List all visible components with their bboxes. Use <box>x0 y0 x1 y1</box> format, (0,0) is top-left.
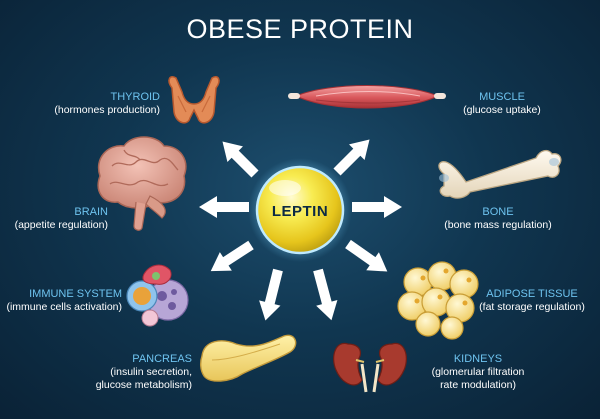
muscle-label: MUSCLE (glucose uptake) <box>447 91 557 117</box>
kidneys-name: KIDNEYS <box>453 353 503 365</box>
arrow-to-adipose <box>345 239 388 272</box>
thyroid-label: THYROID (hormones production) <box>30 91 160 117</box>
arrow-to-thyroid <box>222 141 259 178</box>
pancreas-description-line-1: (insulin secretion, <box>110 366 192 378</box>
arrow-to-kidneys <box>313 268 338 321</box>
bone-label: BONE (bone mass regulation) <box>440 206 556 232</box>
immune-cells-icon <box>126 264 189 327</box>
arrow-to-muscle <box>333 139 370 176</box>
brain-description: (appetite regulation) <box>14 219 108 231</box>
page-title: OBESE PROTEIN <box>186 14 414 44</box>
immune-system-label: IMMUNE SYSTEM (immune cells activation) <box>4 288 122 314</box>
bone-name: BONE <box>482 206 514 218</box>
leptin-label: LEPTIN <box>271 203 329 220</box>
pancreas-icon <box>199 334 297 382</box>
brain-label: BRAIN (appetite regulation) <box>8 206 108 232</box>
arrow-to-brain <box>199 196 249 218</box>
arrow-to-immune <box>210 240 254 272</box>
immune-system-description: (immune cells activation) <box>6 301 122 313</box>
kidneys-label: KIDNEYS (glomerular filtration rate modu… <box>416 353 540 392</box>
arrow-to-pancreas <box>259 268 283 321</box>
kidneys-description-line-2: rate modulation) <box>440 379 516 391</box>
adipose-tissue-icon <box>397 261 479 340</box>
kidneys-description-line-1: (glomerular filtration <box>431 366 525 378</box>
adipose-tissue-label: ADIPOSE TISSUE (fat storage regulation) <box>472 288 592 314</box>
adipose-tissue-description: (fat storage regulation) <box>479 301 585 313</box>
thyroid-icon <box>168 76 220 124</box>
immune-system-name: IMMUNE SYSTEM <box>29 288 122 300</box>
bone-icon <box>438 149 562 199</box>
bone-description: (bone mass regulation) <box>444 219 552 231</box>
pancreas-name: PANCREAS <box>132 353 192 365</box>
arrow-to-bone <box>352 196 402 218</box>
arrows <box>199 139 402 321</box>
pancreas-label: PANCREAS (insulin secretion, glucose met… <box>80 353 192 392</box>
kidneys-icon <box>333 342 407 393</box>
muscle-description: (glucose uptake) <box>463 104 541 116</box>
thyroid-description: (hormones production) <box>54 104 160 116</box>
brain-name: BRAIN <box>74 206 108 218</box>
muscle-name: MUSCLE <box>479 91 525 103</box>
adipose-tissue-name: ADIPOSE TISSUE <box>486 288 578 300</box>
brain-icon <box>97 136 187 231</box>
leptin-sphere <box>248 158 352 262</box>
thyroid-name: THYROID <box>110 91 161 103</box>
muscle-icon <box>288 85 446 109</box>
pancreas-description-line-2: glucose metabolism) <box>95 379 192 391</box>
